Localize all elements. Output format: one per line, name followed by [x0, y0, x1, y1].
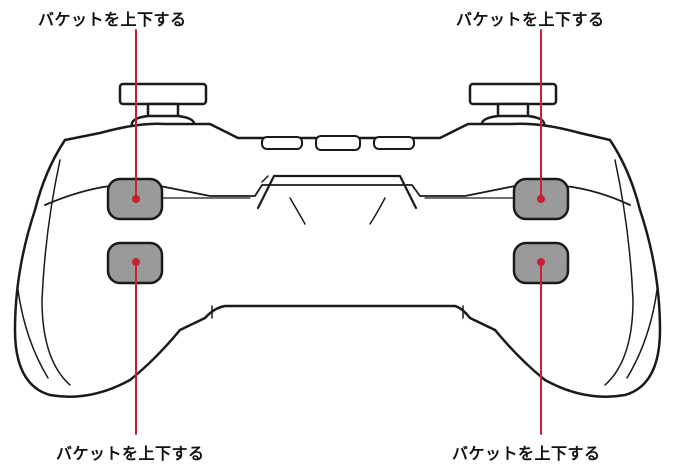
- callout-label-bottom-left: バケットを上下する: [56, 444, 205, 463]
- center-panel: [256, 174, 418, 210]
- center-top-buttons: [261, 135, 415, 151]
- leader-dot-top-right: [537, 195, 545, 203]
- callout-label-top-right: バケットを上下する: [456, 10, 605, 29]
- leader-dot-bottom-right: [537, 258, 545, 266]
- left-trigger: [118, 82, 208, 128]
- right-trigger: [468, 82, 558, 128]
- leader-dot-top-left: [132, 195, 140, 203]
- controller-body: [13, 122, 662, 398]
- leader-dot-bottom-left: [132, 258, 140, 266]
- callout-label-top-left: バケットを上下する: [38, 10, 187, 29]
- callout-label-bottom-right: バケットを上下する: [452, 444, 601, 463]
